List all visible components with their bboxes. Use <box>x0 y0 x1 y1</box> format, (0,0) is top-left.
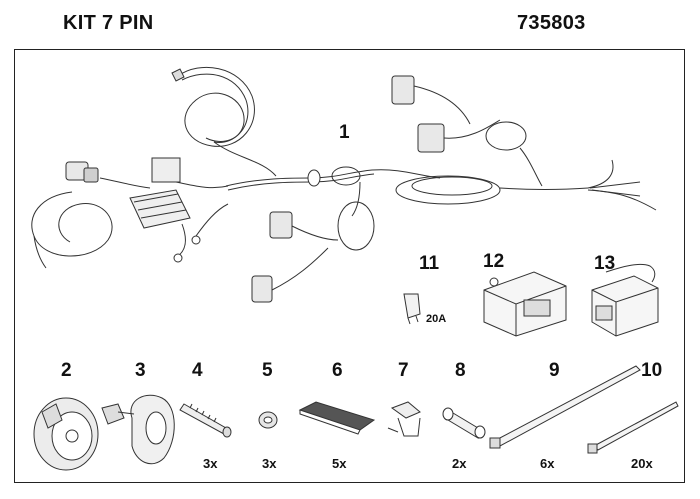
part-number-9: 9 <box>549 360 560 381</box>
screw-icon <box>179 403 232 438</box>
part-number-7: 7 <box>398 360 409 381</box>
adhesive-pad-icon <box>298 401 376 435</box>
nut-icon <box>258 411 278 429</box>
cable-clip-icon <box>387 401 421 437</box>
part-number-10: 10 <box>641 360 663 381</box>
wiring-harness-icon <box>31 66 657 303</box>
part-number-12: 12 <box>483 251 505 272</box>
part-number-4: 4 <box>192 360 203 381</box>
cable-tie-long-icon <box>489 365 641 449</box>
socket-mounting-plate-icon <box>101 394 175 465</box>
quantity-part-4: 3x <box>203 456 218 471</box>
part-number-5: 5 <box>262 360 273 381</box>
quantity-part-9: 6x <box>540 456 555 471</box>
part-number-11: 11 <box>419 253 440 274</box>
relay-box-icon <box>591 263 659 337</box>
fuse-rating-label: 20A <box>426 313 447 325</box>
kit-title: KIT 7 PIN <box>63 12 154 34</box>
quantity-part-10: 20x <box>631 456 653 471</box>
fuse-icon <box>403 293 421 325</box>
sleeve-icon <box>442 407 486 439</box>
control-module-icon <box>483 271 567 337</box>
part-number-8: 8 <box>455 360 466 381</box>
part-number-6: 6 <box>332 360 343 381</box>
part-number-13: 13 <box>594 253 616 274</box>
kit-code: 735803 <box>517 12 586 34</box>
part-number-1: 1 <box>339 122 350 143</box>
parts-frame <box>14 49 685 483</box>
part-number-2: 2 <box>61 360 72 381</box>
quantity-part-8: 2x <box>452 456 467 471</box>
part-number-3: 3 <box>135 360 146 381</box>
quantity-part-6: 5x <box>332 456 347 471</box>
quantity-part-5: 3x <box>262 456 277 471</box>
trailer-socket-icon <box>33 397 99 471</box>
cable-tie-short-icon <box>587 401 679 454</box>
